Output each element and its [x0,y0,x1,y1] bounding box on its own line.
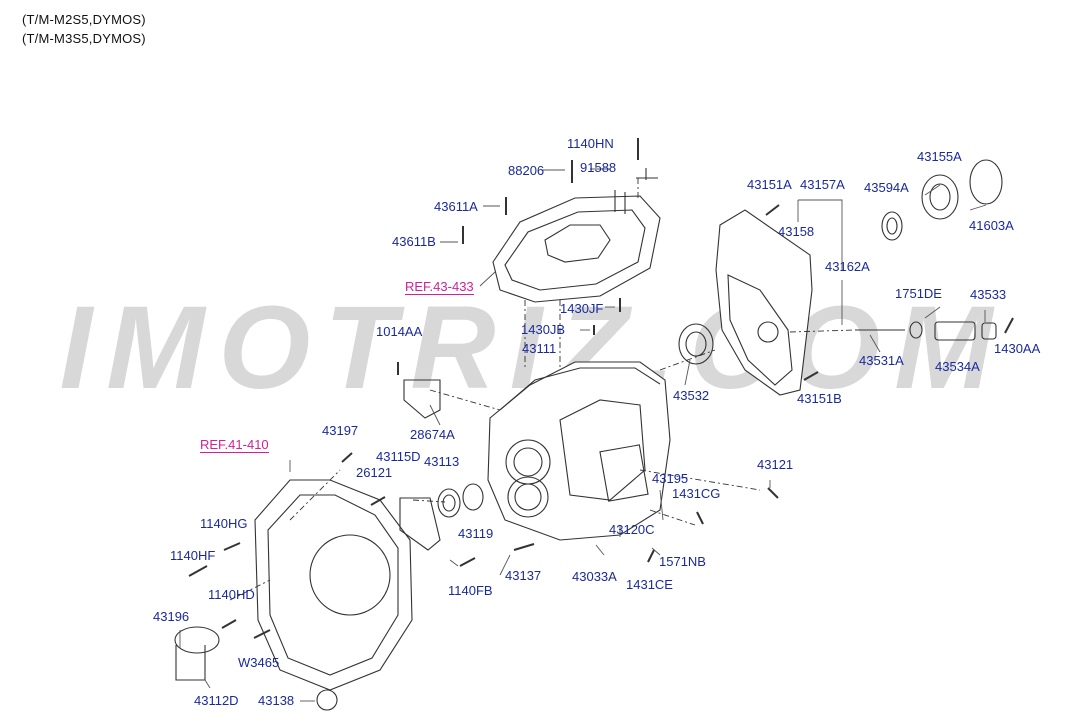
part-label-43151b[interactable]: 43151B [797,391,842,406]
ref-41-410-link[interactable]: REF.41-410 [200,437,269,453]
part-label-1014aa[interactable]: 1014AA [376,324,423,339]
part-label-w3465[interactable]: W3465 [238,655,280,670]
part-label-43162a[interactable]: 43162A [825,259,870,274]
leader-lines [179,168,987,702]
part-label-1140hn[interactable]: 1140HN [567,136,614,151]
part-label-1751de[interactable]: 1751DE [895,286,942,301]
part-label-43611a[interactable]: 43611A [434,199,478,214]
part-label-43111[interactable]: 43111 [522,341,557,356]
part-label-43138[interactable]: 43138 [258,693,295,708]
part-label-1431ce[interactable]: 1431CE [626,577,673,592]
part-label-43113[interactable]: 43113 [424,454,460,469]
rear-housing [715,209,813,396]
part-label-1140hf[interactable]: 1140HF [170,548,216,563]
small-parts [174,159,1003,711]
part-label-43157a[interactable]: 43157A [800,177,845,192]
part-label-43531a[interactable]: 43531A [859,353,904,368]
part-label-43120c[interactable]: 43120C [609,522,655,537]
part-label-1140hg[interactable]: 1140HG [200,516,248,531]
transmission-case [487,361,671,541]
part-label-1140fb[interactable]: 1140FB [448,583,493,598]
bolts [188,138,1014,639]
part-label-43115d[interactable]: 43115D [376,449,421,464]
ref-43-433-link[interactable]: REF.43-433 [405,279,474,295]
part-label-1431cg[interactable]: 1431CG [672,486,721,501]
part-label-43121[interactable]: 43121 [757,457,794,472]
part-label-1430aa[interactable]: 1430AA [994,341,1041,356]
part-label-43534a[interactable]: 43534A [935,359,980,374]
part-label-1571nb[interactable]: 1571NB [659,554,706,569]
part-label-88206[interactable]: 88206 [508,163,545,178]
assembly-lines [229,178,856,601]
part-label-43158[interactable]: 43158 [778,224,815,239]
part-label-43196[interactable]: 43196 [153,609,190,624]
part-label-43033a[interactable]: 43033A [572,569,617,584]
part-label-41603a[interactable]: 41603A [969,218,1014,233]
part-label-43112d[interactable]: 43112D [194,693,239,708]
part-label-43611b[interactable]: 43611B [392,234,436,249]
part-label-43155a[interactable]: 43155A [917,149,962,164]
part-label-43195[interactable]: 43195 [652,471,689,486]
part-label-43197[interactable]: 43197 [322,423,359,438]
top-cover [492,190,661,303]
part-label-1430jf[interactable]: 1430JF [560,301,604,316]
part-label-43594a[interactable]: 43594A [864,180,909,195]
model-line-1: (T/M-M2S5,DYMOS) [22,12,146,27]
part-label-43533[interactable]: 43533 [970,287,1007,302]
part-label-43532[interactable]: 43532 [673,388,710,403]
clutch-housing [254,479,413,691]
part-label-43119[interactable]: 43119 [458,526,494,541]
part-label-43137[interactable]: 43137 [505,568,542,583]
part-label-1430jb[interactable]: 1430JB [521,322,566,337]
part-label-91588[interactable]: 91588 [580,160,617,175]
part-label-26121[interactable]: 26121 [356,465,393,480]
model-line-2: (T/M-M3S5,DYMOS) [22,31,146,46]
part-label-28674a[interactable]: 28674A [410,427,455,442]
part-label-1140hd[interactable]: 1140HD [208,587,255,602]
part-label-43151a[interactable]: 43151A [747,177,792,192]
